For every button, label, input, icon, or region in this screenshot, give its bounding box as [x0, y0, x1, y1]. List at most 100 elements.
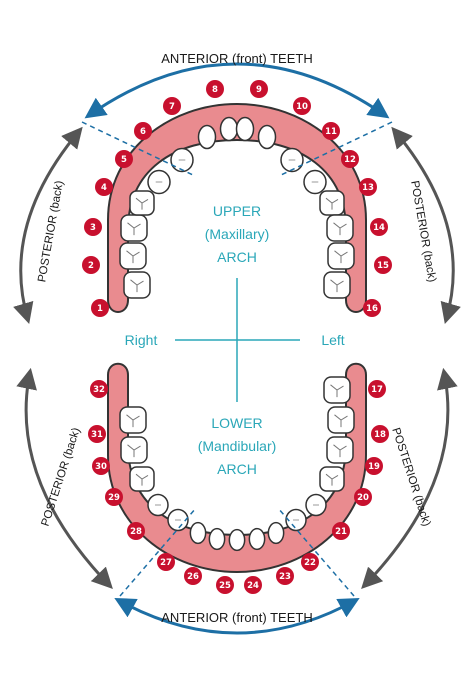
tooth-number-label: 32: [93, 385, 105, 395]
tooth-number-badge: 20: [354, 488, 372, 506]
tooth-number-label: 12: [344, 155, 356, 165]
tooth-number-label: 19: [368, 462, 380, 472]
tooth-number-label: 21: [335, 527, 347, 537]
tooth-number-label: 20: [357, 493, 369, 503]
tooth-number-badge: 8: [206, 80, 224, 98]
anterior-label-top: ANTERIOR (front) TEETH: [161, 51, 312, 66]
tooth-number-label: 22: [304, 558, 316, 568]
dashed-line-lower-right: [119, 507, 197, 597]
badge-circle: [322, 122, 340, 140]
badge-circle: [127, 522, 145, 540]
upper-arch-label-line2: (Maxillary): [205, 226, 270, 242]
lower-tooth-29: [147, 493, 169, 517]
tooth-number-badge: 13: [359, 178, 377, 196]
upper-tooth-7: [197, 124, 217, 150]
tooth-number-label: 10: [296, 102, 308, 112]
lower-tooth-22: [285, 508, 307, 532]
lower-tooth-20: [319, 466, 345, 492]
badge-circle: [91, 299, 109, 317]
badge-circle: [365, 457, 383, 475]
tooth-number-badge: 19: [365, 457, 383, 475]
upper-arch-label-line3: ARCH: [217, 249, 257, 265]
dashed-line-lower-left: [277, 507, 355, 597]
badge-circle: [250, 80, 268, 98]
badge-circle: [374, 256, 392, 274]
lower-tooth-24: [248, 527, 266, 551]
tooth-number-badge: 28: [127, 522, 145, 540]
badge-circle: [301, 553, 319, 571]
tooth-number-badge: 18: [371, 425, 389, 443]
tooth-number-badge: 32: [90, 380, 108, 398]
badge-circle: [92, 457, 110, 475]
tooth-number-label: 27: [160, 558, 172, 568]
lower-arch-label-line2: (Mandibular): [198, 438, 277, 454]
upper-tooth-1: [123, 271, 151, 299]
posterior-arrow-right-top: [391, 126, 461, 325]
lower-tooth-18: [327, 406, 355, 434]
tooth-number-badge: 3: [84, 218, 102, 236]
badge-circle: [163, 97, 181, 115]
tooth-number-label: 26: [187, 572, 199, 582]
lower-tooth-23: [267, 521, 285, 545]
badge-circle: [90, 380, 108, 398]
tooth-number-badge: 23: [276, 567, 294, 585]
posterior-arrow-right-bottom: [361, 367, 458, 590]
posterior-label-right-top: POSTERIOR (back): [408, 180, 438, 284]
upper-tooth-5: [147, 169, 171, 195]
tooth-number-badge: 11: [322, 122, 340, 140]
tooth-number-label: 2: [88, 261, 94, 271]
posterior-label-right-bottom: POSTERIOR (back): [389, 426, 432, 528]
badge-circle: [368, 380, 386, 398]
badge-circle: [341, 150, 359, 168]
dashed-line-upper-left: [278, 121, 393, 177]
tooth-number-badge: 25: [216, 576, 234, 594]
upper-tooth-14: [326, 214, 354, 242]
tooth-number-label: 18: [374, 430, 386, 440]
lower-tooth-31: [120, 436, 148, 464]
anterior-arrow-top: [84, 62, 390, 119]
badge-circle: [371, 425, 389, 443]
upper-arch-label-line1: UPPER: [213, 203, 261, 219]
center-cross: [175, 278, 300, 402]
upper-tooth-12: [303, 169, 327, 195]
upper-tooth-3: [120, 214, 148, 242]
tooth-number-badge: 6: [134, 122, 152, 140]
badge-circle: [370, 218, 388, 236]
upper-tooth-2: [119, 242, 147, 270]
upper-tooth-16: [323, 271, 351, 299]
tooth-number-label: 13: [362, 183, 374, 193]
posterior-arrow-left-top: [13, 126, 83, 325]
tooth-number-label: 9: [256, 85, 262, 95]
tooth-number-badge: 1: [91, 299, 109, 317]
tooth-number-badge: 22: [301, 553, 319, 571]
badge-circle: [115, 150, 133, 168]
anterior-label-bottom: ANTERIOR (front) TEETH: [161, 610, 312, 625]
badge-circle: [293, 97, 311, 115]
upper-tooth-11: [280, 147, 304, 173]
lower-tooth-21: [305, 493, 327, 517]
lower-arch-label-line1: LOWER: [211, 415, 262, 431]
tooth-number-label: 15: [377, 261, 389, 271]
upper-tooth-13: [319, 190, 345, 216]
tooth-number-label: 29: [108, 493, 120, 503]
lower-tooth-17: [323, 376, 351, 404]
tooth-number-label: 14: [373, 223, 385, 233]
badge-circle: [244, 576, 262, 594]
tooth-number-badge: 29: [105, 488, 123, 506]
upper-arch: [107, 102, 367, 313]
tooth-number-label: 23: [279, 572, 291, 582]
tooth-number-badge: 5: [115, 150, 133, 168]
lower-tooth-19: [326, 436, 354, 464]
tooth-number-label: 7: [169, 102, 175, 112]
tooth-number-badge: 17: [368, 380, 386, 398]
tooth-number-label: 3: [90, 223, 96, 233]
tooth-number-label: 11: [325, 127, 337, 137]
right-side-label: Right: [125, 332, 158, 348]
anterior-arrow-bottom: [114, 597, 360, 635]
tooth-number-badge: 16: [363, 299, 381, 317]
upper-tooth-10: [257, 124, 277, 150]
badge-circle: [157, 553, 175, 571]
tooth-number-badge: 24: [244, 576, 262, 594]
badge-circle: [82, 256, 100, 274]
